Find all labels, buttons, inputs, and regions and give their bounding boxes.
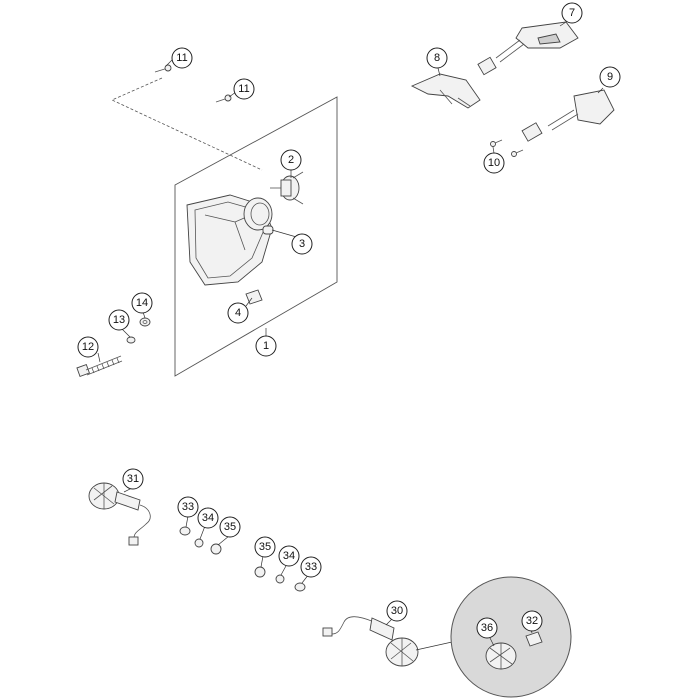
spacer-35a bbox=[210, 543, 222, 555]
nut-14 bbox=[139, 317, 151, 327]
headlight-mask bbox=[186, 194, 273, 286]
callout-33a: 33 bbox=[177, 496, 199, 518]
callout-8: 8 bbox=[426, 47, 448, 69]
callout-label: 4 bbox=[235, 307, 241, 319]
callout-30: 30 bbox=[386, 600, 408, 622]
callout-34a: 34 bbox=[197, 507, 219, 529]
turn-signal-31 bbox=[88, 482, 151, 546]
callout-label: 36 bbox=[481, 622, 493, 634]
callout-label: 12 bbox=[82, 341, 94, 353]
callout-label: 34 bbox=[283, 550, 295, 562]
callout-label: 11 bbox=[176, 52, 187, 64]
screws-10 bbox=[490, 139, 524, 157]
turn-signal-30 bbox=[322, 616, 453, 667]
callout-11b: 11 bbox=[233, 78, 255, 100]
callout-label: 30 bbox=[391, 605, 403, 617]
callout-label: 33 bbox=[182, 501, 194, 513]
washer-33a bbox=[179, 526, 191, 536]
callout-4: 4 bbox=[227, 302, 249, 324]
callout-label: 31 bbox=[127, 473, 139, 485]
callout-label: 7 bbox=[569, 7, 575, 19]
light-unit-7 bbox=[477, 21, 579, 76]
callout-13: 13 bbox=[108, 309, 130, 331]
parking-bulb bbox=[262, 225, 274, 235]
callout-11a: 11 bbox=[171, 47, 193, 69]
detail-view-circle bbox=[450, 576, 572, 698]
callout-14: 14 bbox=[131, 292, 153, 314]
washer-33b bbox=[294, 582, 306, 592]
callout-2: 2 bbox=[280, 149, 302, 171]
callout-32: 32 bbox=[521, 610, 543, 632]
clip-part bbox=[245, 289, 263, 305]
callout-label: 10 bbox=[488, 157, 500, 169]
callout-36: 36 bbox=[476, 617, 498, 639]
callout-34b: 34 bbox=[278, 545, 300, 567]
nut-34b bbox=[275, 574, 285, 584]
callout-12: 12 bbox=[77, 336, 99, 358]
callout-9: 9 bbox=[599, 66, 621, 88]
callout-1: 1 bbox=[255, 335, 277, 357]
callout-label: 3 bbox=[299, 238, 305, 250]
callout-label: 11 bbox=[238, 83, 249, 95]
screw-11b bbox=[215, 94, 232, 103]
callout-label: 34 bbox=[202, 512, 214, 524]
nut-34a bbox=[194, 538, 204, 548]
top-right-group bbox=[410, 21, 615, 157]
callout-label: 9 bbox=[607, 71, 613, 83]
callout-7: 7 bbox=[561, 2, 583, 24]
callout-label: 35 bbox=[224, 521, 236, 533]
callout-label: 13 bbox=[113, 314, 125, 326]
callout-label: 2 bbox=[288, 154, 294, 166]
callout-label: 35 bbox=[259, 541, 271, 553]
callout-31: 31 bbox=[122, 468, 144, 490]
callout-10: 10 bbox=[483, 152, 505, 174]
bolt-12 bbox=[76, 355, 123, 377]
callout-33b: 33 bbox=[300, 556, 322, 578]
light-unit-9 bbox=[521, 89, 615, 142]
screw-11a bbox=[154, 64, 172, 73]
callout-label: 1 bbox=[263, 340, 269, 352]
hardware-right bbox=[254, 566, 306, 592]
headlight-frame bbox=[174, 96, 338, 377]
headlight-bulb bbox=[270, 171, 304, 205]
hardware-left bbox=[179, 526, 222, 555]
callout-35a: 35 bbox=[219, 516, 241, 538]
leader-lines bbox=[97, 21, 604, 647]
callout-label: 8 bbox=[434, 52, 440, 64]
callout-3: 3 bbox=[291, 233, 313, 255]
bracket-8 bbox=[410, 73, 481, 109]
callout-35b: 35 bbox=[254, 536, 276, 558]
washer-13 bbox=[126, 336, 136, 344]
spacer-35b bbox=[254, 566, 266, 578]
callout-label: 32 bbox=[526, 615, 538, 627]
callout-label: 14 bbox=[136, 297, 148, 309]
callout-label: 33 bbox=[305, 561, 317, 573]
